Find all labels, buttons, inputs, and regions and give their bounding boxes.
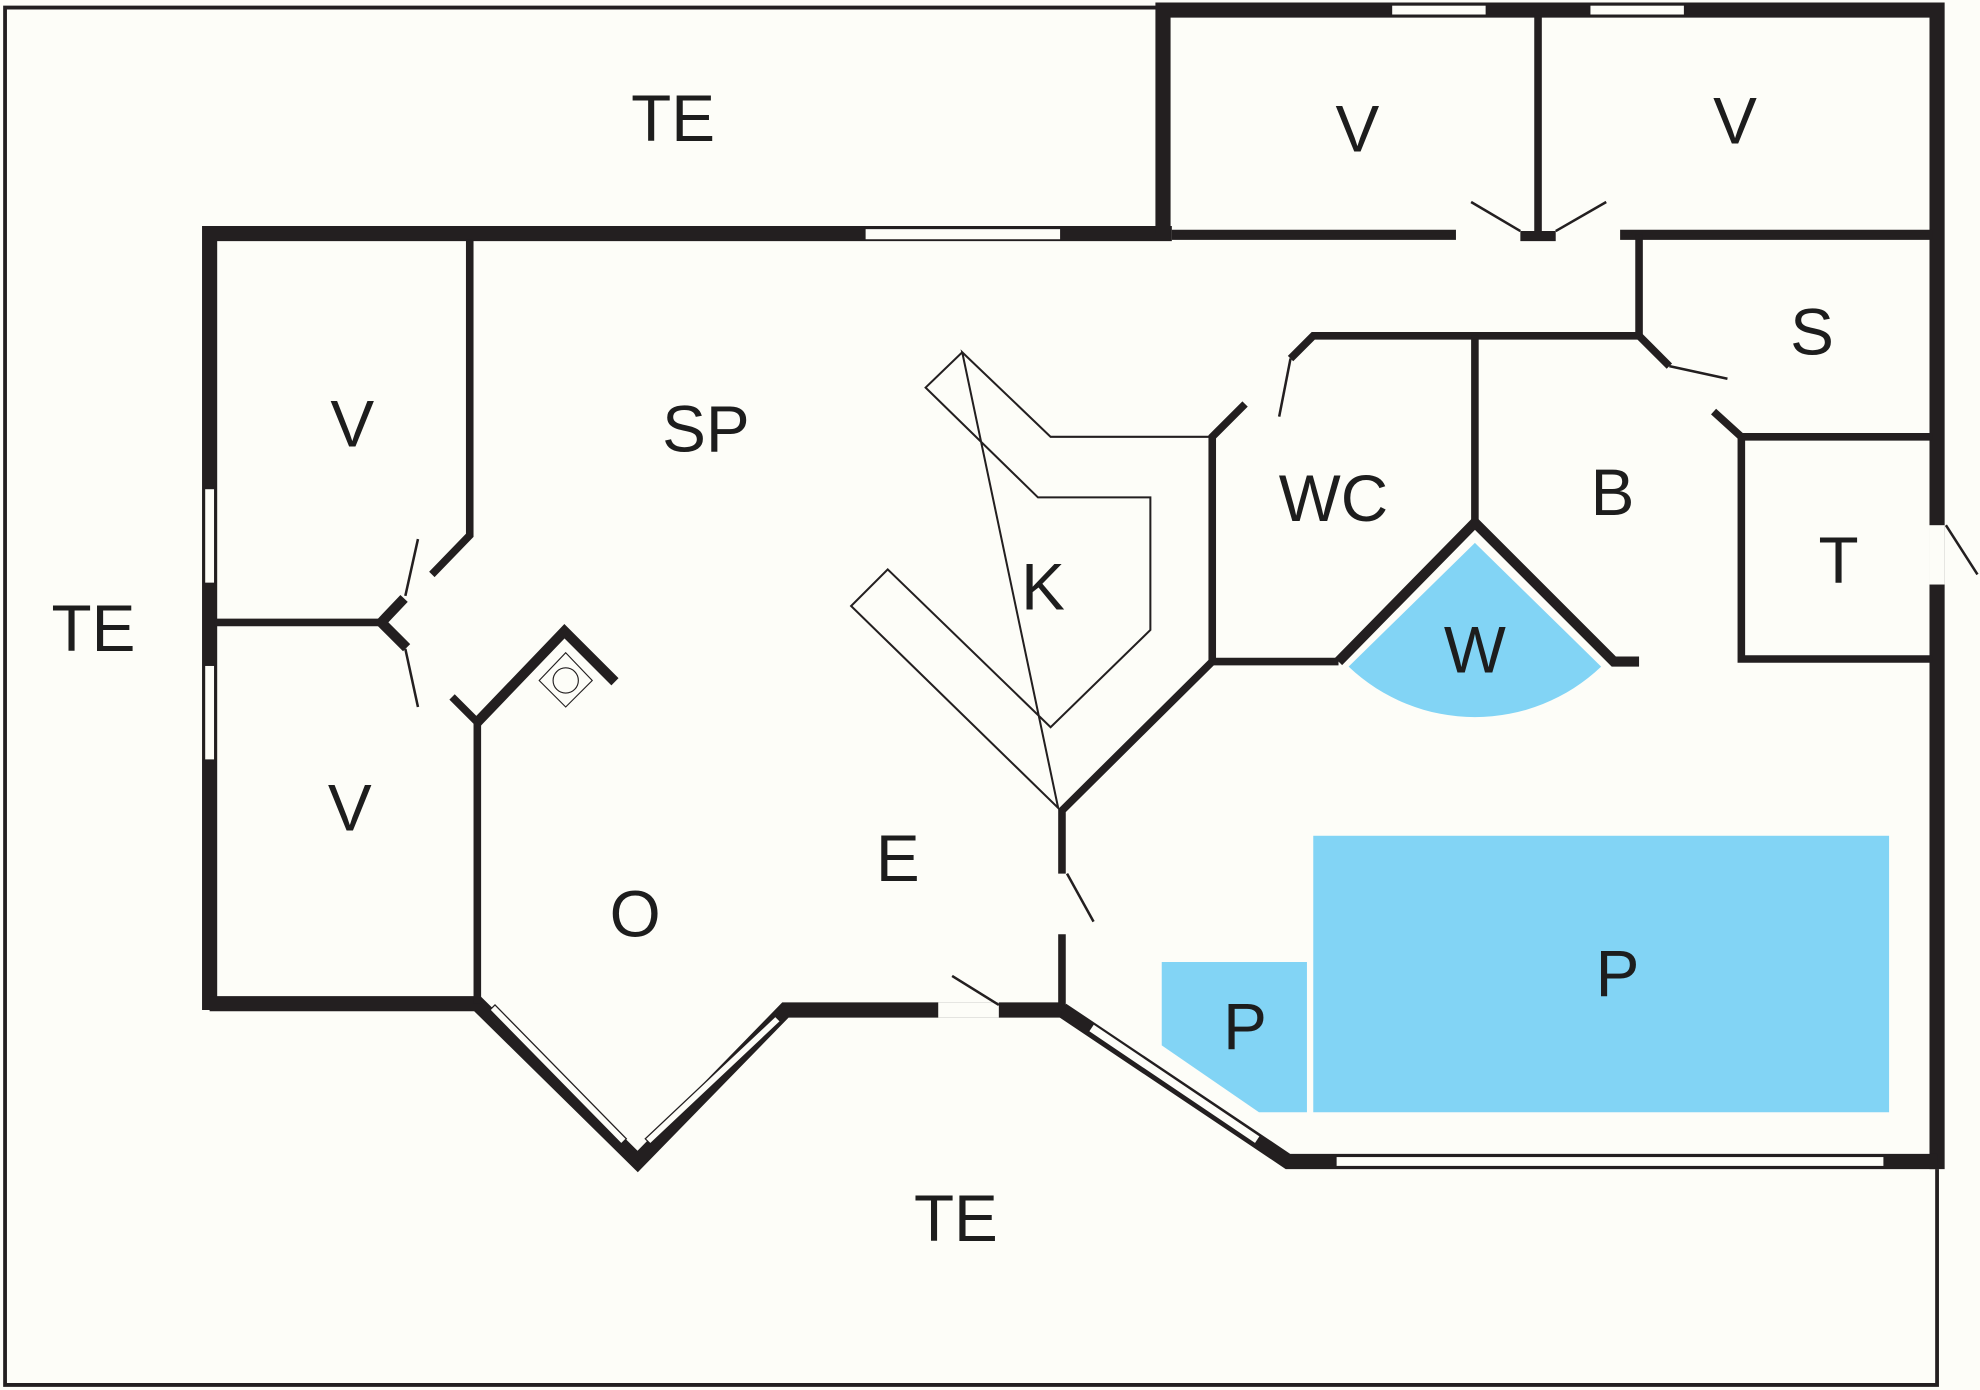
window — [203, 664, 216, 761]
spa-w-area — [1348, 542, 1602, 718]
room-label-sp: SP — [662, 393, 750, 466]
windows — [203, 4, 1945, 1168]
window — [644, 1015, 782, 1145]
entrance-door-gap — [938, 1002, 999, 1018]
room-label-k: K — [1021, 551, 1065, 624]
room-label-wc: WC — [1279, 462, 1388, 535]
room-label-t: T — [1819, 524, 1859, 597]
window — [864, 227, 1062, 241]
pool-large — [1313, 835, 1890, 1113]
room-label-v-top-left: V — [1336, 92, 1380, 165]
kitchen-counters — [849, 349, 1210, 812]
window — [1087, 1023, 1262, 1145]
room-label-w: W — [1444, 614, 1506, 687]
window — [1390, 4, 1487, 16]
room-label-v-top-right: V — [1713, 85, 1757, 158]
room-label-te-bottom: TE — [914, 1182, 998, 1255]
room-label-v-left-lower: V — [328, 771, 372, 844]
interior-walls — [214, 15, 1933, 1010]
window — [1335, 1155, 1885, 1168]
water-areas — [1161, 542, 1890, 1113]
room-label-p-large: P — [1596, 937, 1640, 1010]
window — [489, 1004, 628, 1145]
room-label-o: O — [610, 878, 661, 951]
fireplace-icon — [538, 651, 594, 708]
room-label-p-small: P — [1223, 990, 1267, 1063]
e-door-gap — [1054, 873, 1070, 935]
room-label-v-left-upper: V — [330, 388, 374, 461]
kitchen-counter-upper — [849, 349, 1210, 812]
window — [203, 487, 216, 584]
room-label-s: S — [1790, 296, 1834, 369]
room-label-te-left: TE — [51, 592, 135, 665]
terrace-frame — [3, 5, 1939, 1387]
t-door-gap — [1929, 525, 1945, 585]
room-label-te-top: TE — [631, 82, 715, 155]
window — [1589, 4, 1686, 16]
pool-small — [1161, 962, 1307, 1113]
door-swings — [404, 200, 1979, 1007]
room-label-e: E — [876, 822, 920, 895]
room-labels: TE TE TE V V V V SP K WC B S T W E O P P — [51, 82, 1858, 1255]
room-label-b: B — [1591, 456, 1635, 529]
